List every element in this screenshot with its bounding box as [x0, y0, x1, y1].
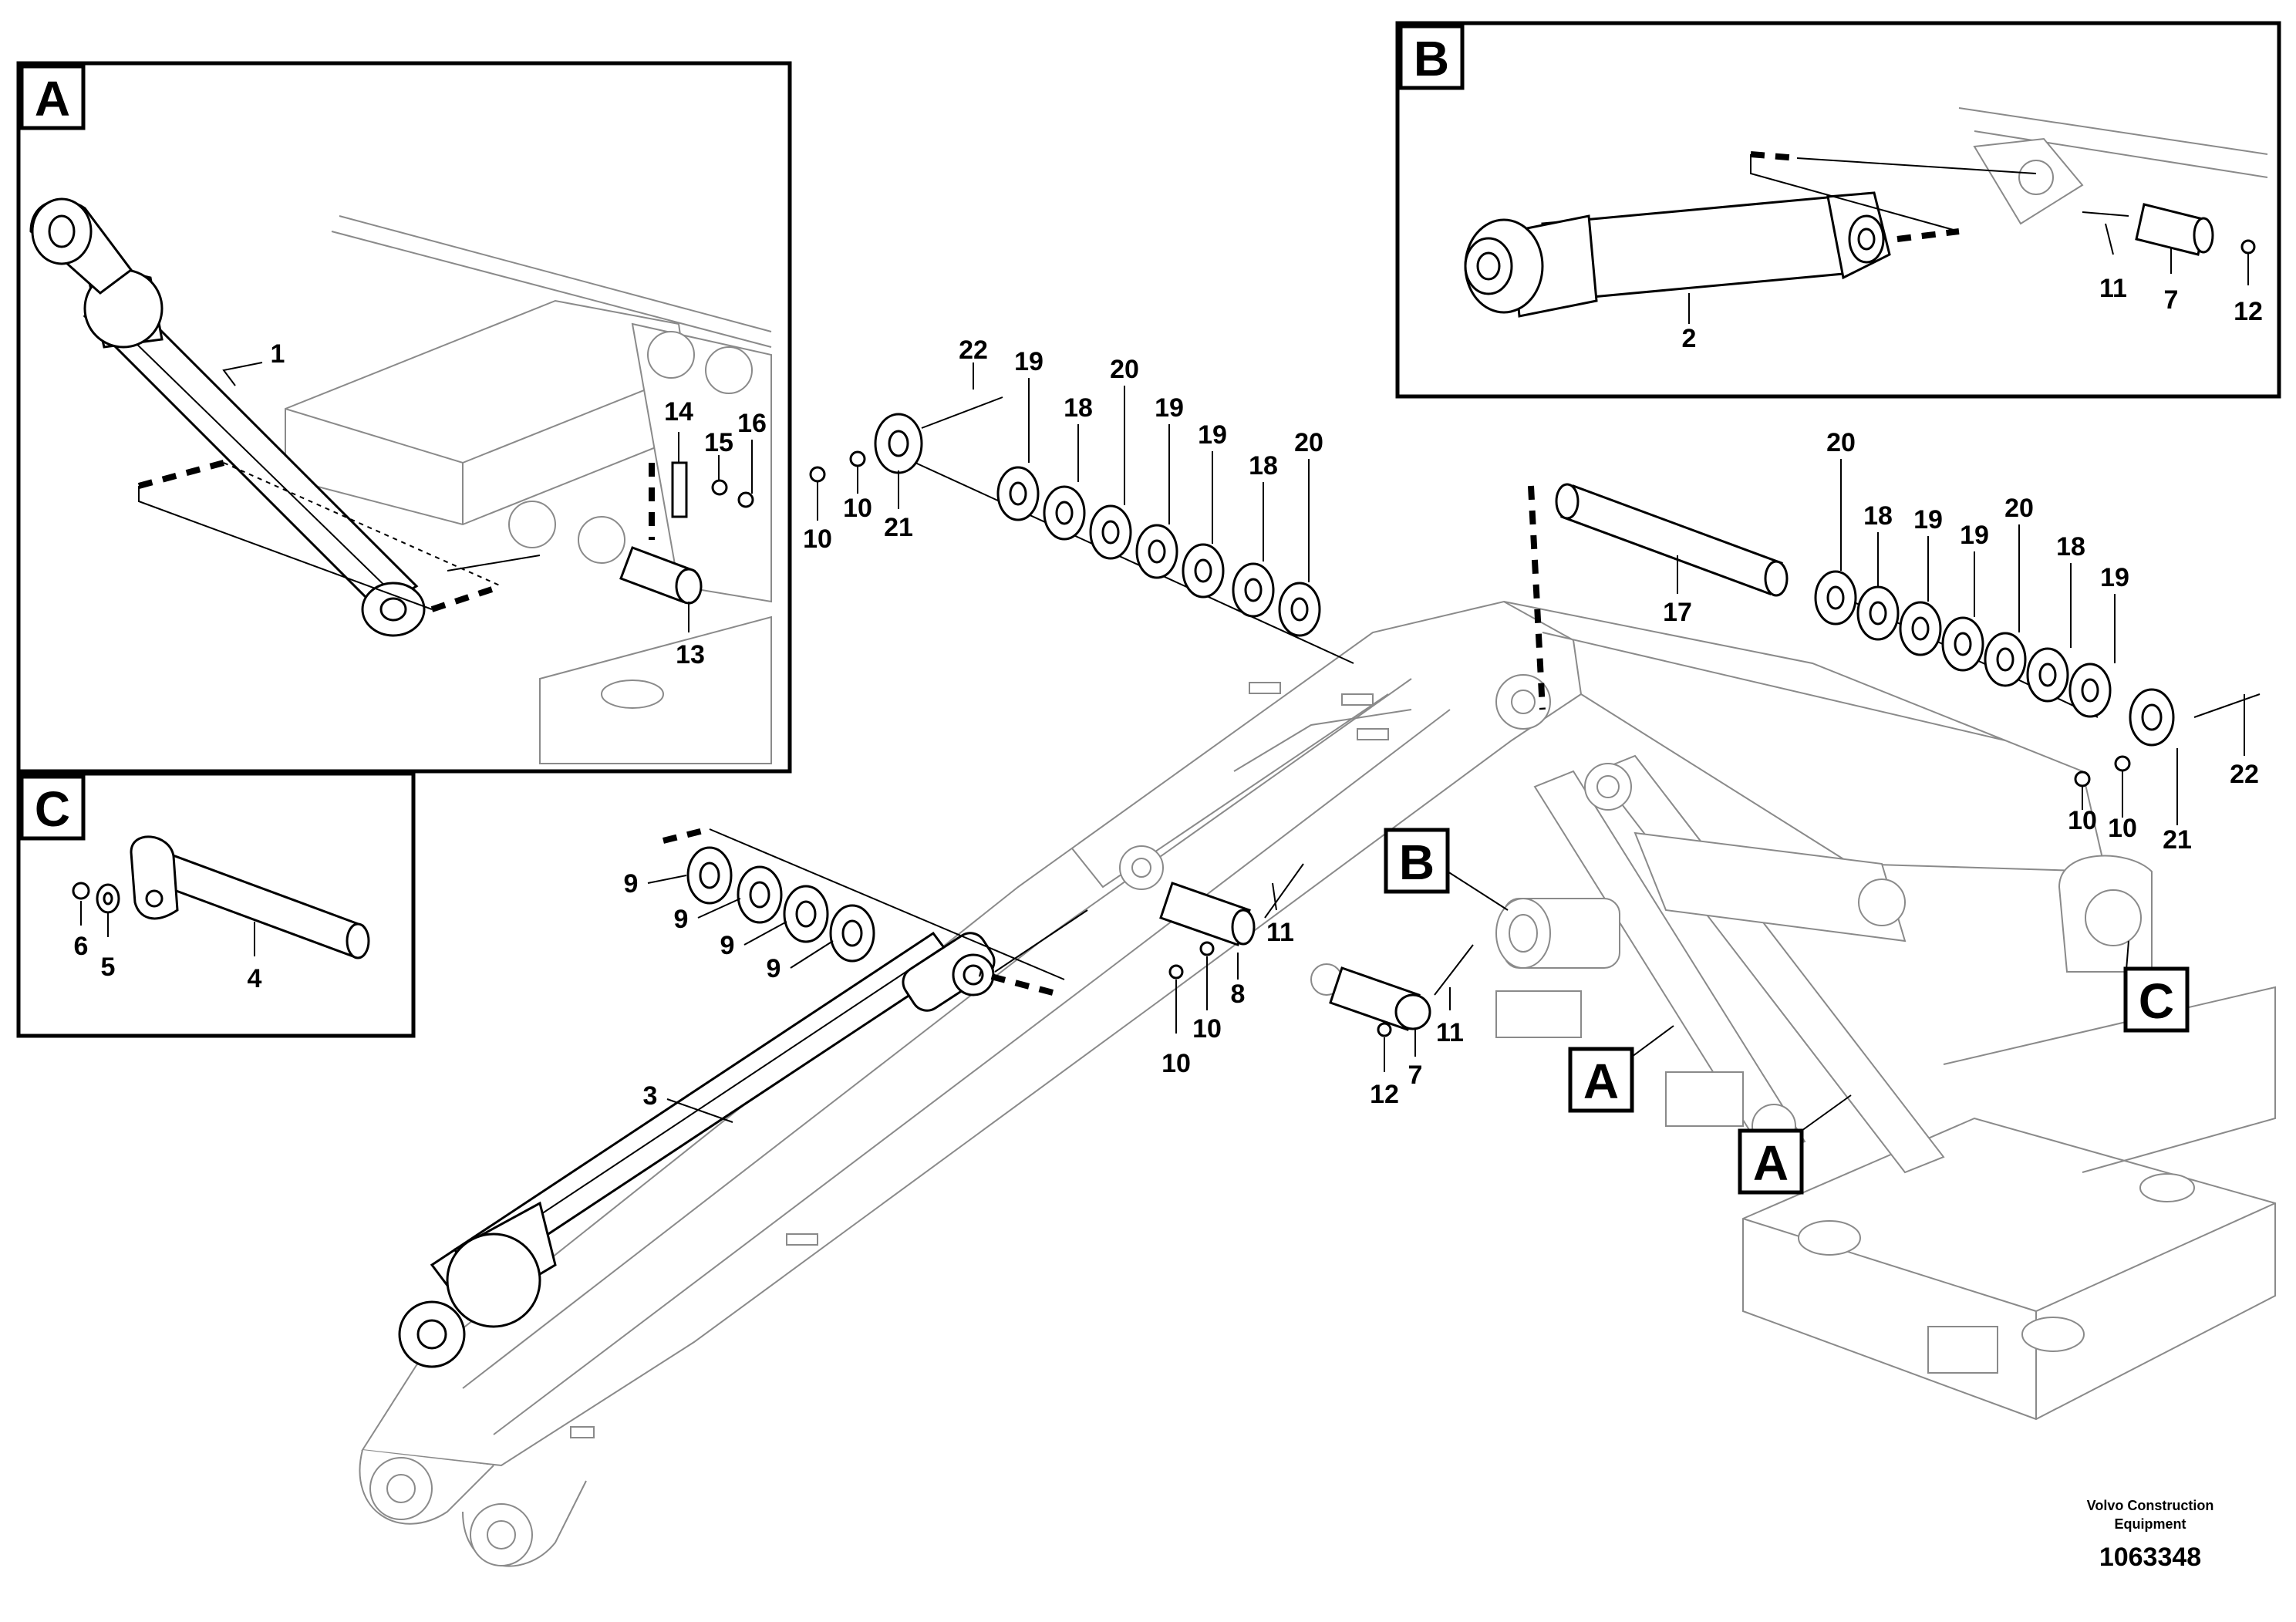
label-18-top-a: 18 — [1064, 393, 1093, 423]
inset-b-letter-box — [1398, 24, 1465, 90]
label-21-top: 21 — [884, 513, 913, 542]
label-6: 6 — [74, 932, 89, 961]
label-16: 16 — [737, 409, 767, 438]
label-10-top-a: 10 — [803, 524, 832, 554]
drawing-footer: Volvo Construction Equipment 1063348 — [2087, 1498, 2214, 1572]
label-3: 3 — [643, 1081, 658, 1111]
inset-c-letter-box — [19, 774, 86, 841]
label-10-main-a: 10 — [1192, 1014, 1222, 1044]
inset-b-letter: B — [1414, 31, 1449, 86]
label-15: 15 — [704, 428, 733, 457]
label-20-right-b: 20 — [2004, 494, 2034, 523]
label-19-top-c: 19 — [1198, 420, 1227, 450]
label-9-a: 9 — [624, 869, 639, 899]
callout-c-box — [2123, 966, 2190, 1033]
label-1: 1 — [271, 339, 285, 369]
label-19-top-b: 19 — [1155, 393, 1184, 423]
label-9-b: 9 — [674, 905, 689, 934]
label-20-right-a: 20 — [1826, 428, 1856, 457]
callout-b-letter: B — [1399, 835, 1435, 890]
label-12-main: 12 — [1370, 1080, 1399, 1109]
label-10-right-b: 10 — [2108, 814, 2137, 843]
inset-b: B 2 11 7 12 — [1395, 21, 2281, 399]
boom-cylinder — [398, 931, 996, 1368]
callout-b-box — [1384, 828, 1450, 894]
label-19-right-b: 19 — [1960, 521, 1989, 550]
label-17: 17 — [1663, 598, 1692, 627]
callout-a-box-1 — [1568, 1047, 1634, 1113]
label-4: 4 — [248, 964, 262, 993]
label-18-right-a: 18 — [1863, 501, 1893, 531]
label-22-right: 22 — [2230, 760, 2259, 789]
callout-a-letter-2: A — [1753, 1135, 1789, 1191]
inset-a-letter: A — [35, 71, 70, 126]
label-12-b: 12 — [2234, 297, 2263, 326]
inset-c-letter: C — [35, 781, 70, 837]
label-10-top-b: 10 — [843, 494, 872, 523]
label-10-right-a: 10 — [2068, 806, 2097, 835]
label-20-top-a: 20 — [1110, 355, 1139, 384]
main-hardware — [686, 396, 2261, 1037]
label-14: 14 — [664, 397, 693, 427]
inset-a-letter-box — [19, 64, 86, 130]
callout-a-box-2 — [1738, 1128, 1804, 1195]
label-7-main: 7 — [1408, 1061, 1423, 1090]
label-19-right-a: 19 — [1913, 505, 1943, 534]
inset-a: A 1 14 15 16 13 — [16, 61, 792, 774]
company-name-line2: Equipment — [2115, 1516, 2186, 1532]
drawing-number: 1063348 — [2099, 1543, 2201, 1572]
label-10-main-b: 10 — [1161, 1049, 1191, 1078]
label-19-right-c: 19 — [2100, 563, 2129, 592]
label-8: 8 — [1231, 980, 1246, 1009]
label-18-right-b: 18 — [2056, 532, 2085, 561]
callout-a-letter-1: A — [1583, 1054, 1619, 1109]
label-11-main-a: 11 — [1266, 918, 1294, 947]
boom-assembly-drawing — [359, 600, 2276, 1567]
callout-c-letter: C — [2139, 973, 2174, 1029]
label-9-c: 9 — [720, 931, 735, 960]
main-part-labels: 22 19 20 19 19 20 18 18 10 10 21 20 18 1… — [624, 336, 2259, 1123]
label-2: 2 — [1682, 324, 1697, 353]
label-11-b: 11 — [2099, 274, 2127, 303]
label-5: 5 — [101, 953, 116, 982]
label-7-b: 7 — [2164, 285, 2179, 315]
label-11-main-b: 11 — [1436, 1018, 1464, 1047]
label-13: 13 — [676, 640, 705, 669]
company-name-line1: Volvo Construction — [2087, 1498, 2214, 1513]
label-21-right: 21 — [2163, 825, 2192, 855]
label-18-top-b: 18 — [1249, 451, 1278, 481]
main-callouts: B A A C — [1384, 828, 2190, 1195]
inset-c: C 6 5 4 — [16, 771, 416, 1038]
label-19-top-a: 19 — [1014, 347, 1043, 376]
label-9-d: 9 — [767, 954, 781, 983]
label-22-top: 22 — [959, 336, 988, 365]
label-20-top-b: 20 — [1294, 428, 1323, 457]
